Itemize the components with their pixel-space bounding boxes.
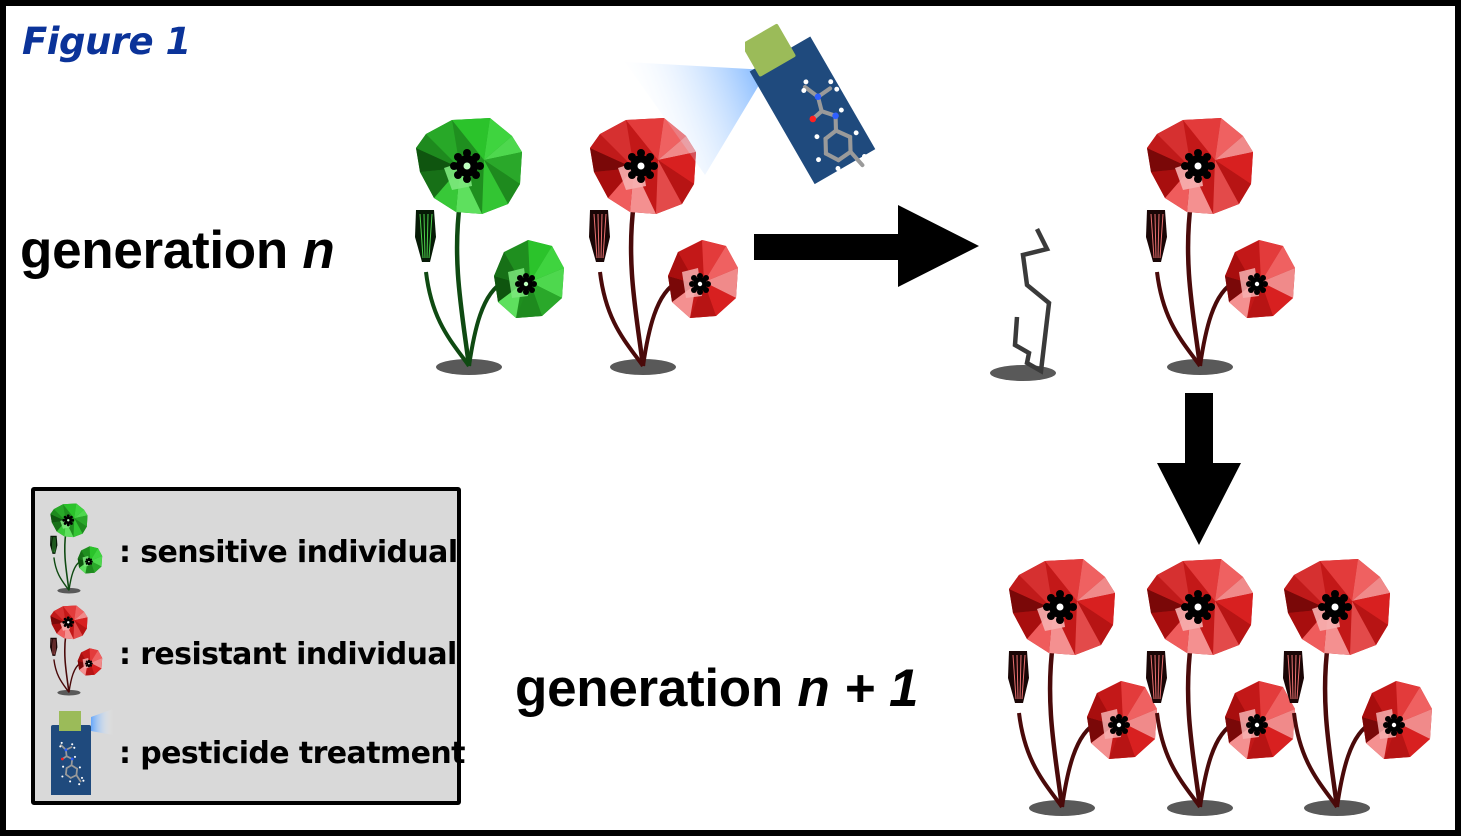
legend-label-pesticide: : pesticide treatment bbox=[119, 736, 465, 771]
pesticide-bottle-legend-icon bbox=[51, 709, 113, 795]
generation-n1-prefix: generation bbox=[515, 659, 798, 718]
spray-cone bbox=[625, 62, 768, 175]
offspring-poppy-3 bbox=[1280, 553, 1445, 825]
arrow-right-icon bbox=[754, 205, 979, 287]
generation-n1-label: generation n + 1 bbox=[515, 658, 918, 719]
generation-n1-var: n bbox=[797, 659, 830, 718]
generation-n-var: n bbox=[302, 221, 335, 280]
dead-plant bbox=[990, 227, 1056, 381]
legend-label-resistant: : resistant individual bbox=[119, 637, 457, 672]
arrow-down-icon bbox=[1157, 393, 1241, 545]
generation-n1-suffix: + 1 bbox=[829, 659, 919, 718]
generation-n-label: generation n bbox=[20, 220, 335, 281]
legend-label-sensitive: : sensitive individual bbox=[119, 535, 458, 570]
sensitive-poppy bbox=[412, 112, 577, 384]
resistant-poppy-icon bbox=[49, 604, 103, 697]
pesticide-bottle-icon bbox=[745, 23, 876, 185]
legend-box: : sensitive individual : resistant indiv… bbox=[31, 487, 465, 805]
surviving-resistant-poppy bbox=[1143, 112, 1308, 384]
figure-title: Figure 1 bbox=[22, 20, 191, 63]
generation-n-prefix: generation bbox=[20, 221, 303, 280]
sensitive-poppy-icon bbox=[49, 502, 103, 595]
